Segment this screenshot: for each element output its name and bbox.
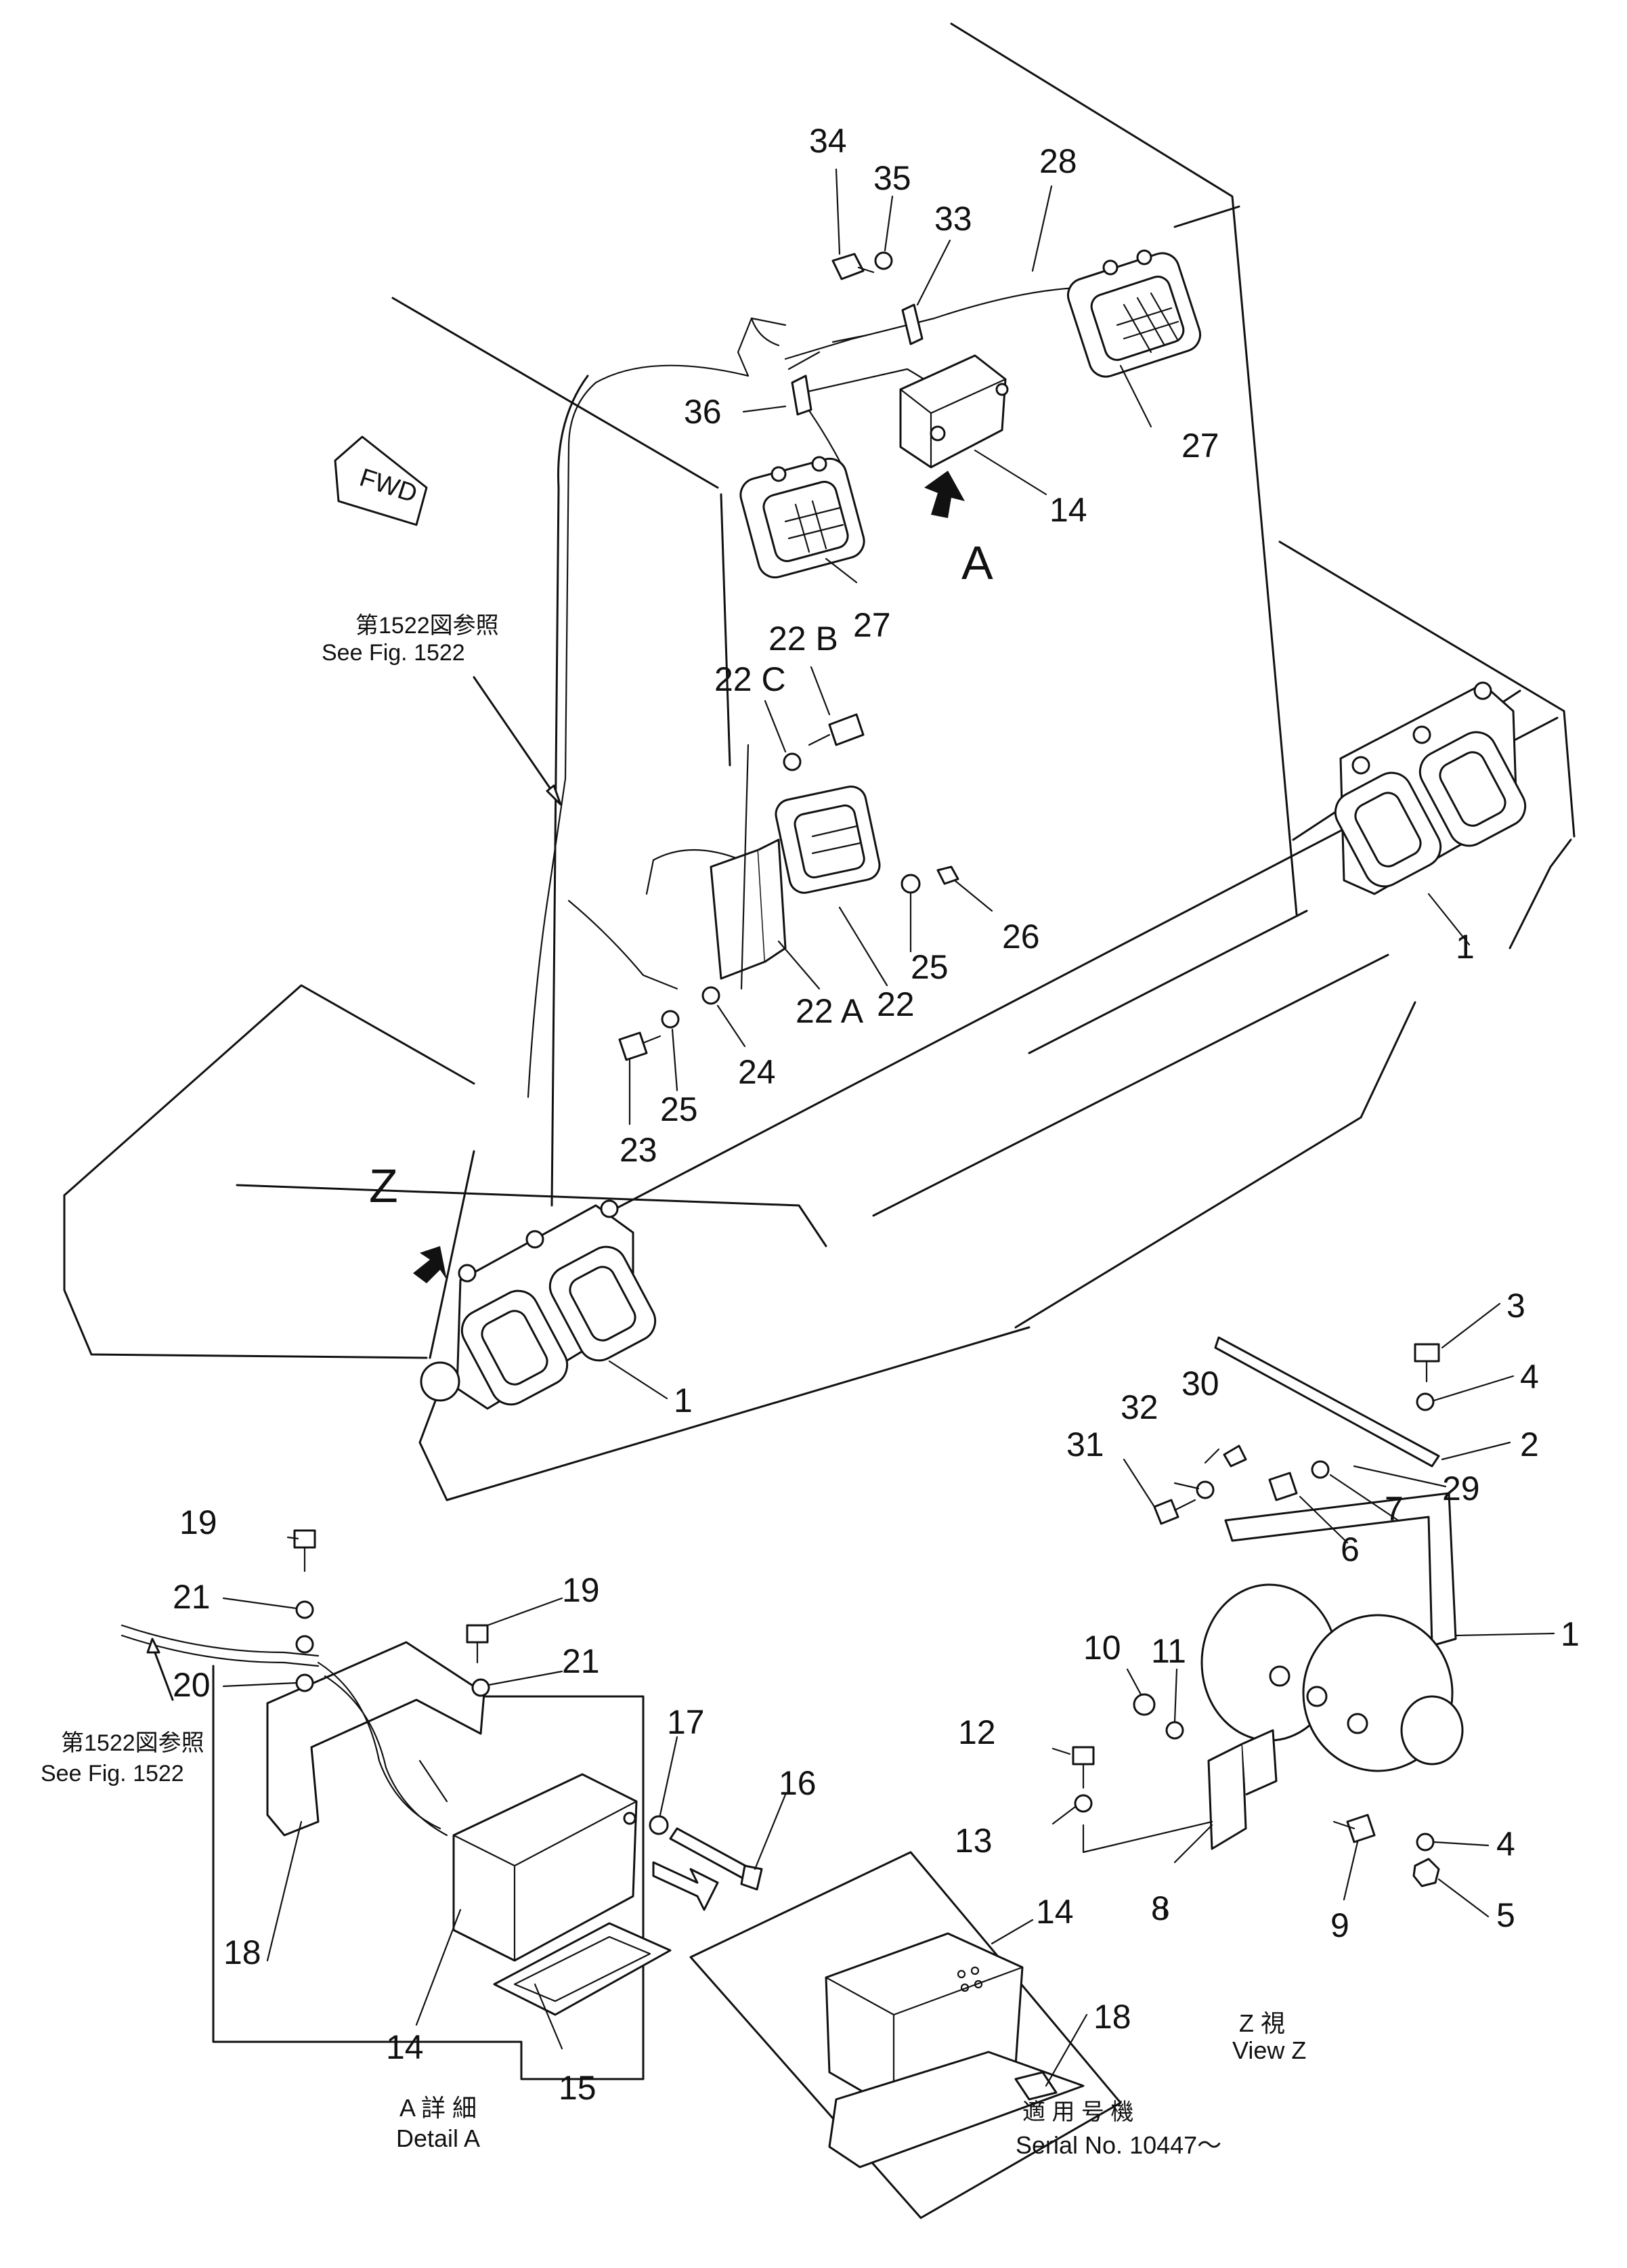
view-a-arrow	[924, 471, 965, 518]
callout-17: 17	[667, 1703, 705, 1741]
callout-25-left: 25	[660, 1090, 698, 1128]
callout-15: 15	[559, 2069, 596, 2107]
callout-7: 7	[1385, 1490, 1404, 1528]
callout-28: 28	[1039, 142, 1077, 180]
headlight-right	[1334, 681, 1527, 895]
callout-11: 11	[1151, 1632, 1186, 1670]
see-fig-top-jp: 第1522図参照	[355, 613, 499, 639]
see-fig-top-en: See Fig. 1522	[322, 640, 465, 666]
callout-30: 30	[1181, 1365, 1219, 1403]
callout-13: 13	[955, 1822, 993, 1860]
callout-16: 16	[779, 1764, 817, 1802]
view-z-label: Z	[369, 1159, 398, 1212]
callout-25-right: 25	[911, 948, 949, 986]
view-z-arrow	[413, 1246, 447, 1283]
callout-22a: 22 A	[796, 992, 864, 1030]
view-arrows	[334, 435, 965, 1283]
view-z-headlight-assembly	[1200, 1336, 1464, 1850]
callout-1-right: 1	[1456, 928, 1475, 966]
callout-2: 2	[1520, 1426, 1539, 1463]
callout-10: 10	[1083, 1629, 1121, 1667]
callout-27-right: 27	[1181, 427, 1219, 465]
callout-23: 23	[620, 1131, 657, 1169]
detail-a-jp: A 詳 細	[399, 2094, 477, 2122]
callout-34: 34	[809, 122, 847, 160]
relay-box-top	[899, 354, 1009, 469]
callout-22: 22	[877, 985, 915, 1023]
callout-19-left: 19	[179, 1503, 217, 1541]
hardware	[293, 251, 1440, 1891]
callout-14-top: 14	[1049, 491, 1087, 529]
callout-9: 9	[1330, 1906, 1349, 1944]
view-a-label: A	[961, 536, 993, 589]
serial-jp: 適 用 号 機	[1022, 2099, 1133, 2125]
work-lamp-upper-right	[1066, 249, 1202, 378]
fwd-arrow	[334, 435, 428, 526]
view-z-en: View Z	[1232, 2036, 1306, 2064]
headlight-left	[420, 1199, 657, 1410]
see-fig-bottom-jp: 第1522図参照	[61, 1730, 204, 1756]
callout-21-left: 21	[173, 1578, 211, 1616]
callout-1-left: 1	[674, 1382, 693, 1419]
callout-4-bottom: 4	[1496, 1825, 1515, 1863]
callout-29: 29	[1442, 1470, 1480, 1507]
callout-33: 33	[934, 200, 972, 238]
callout-18-left: 18	[223, 1933, 261, 1971]
work-lamp-upper-left	[739, 456, 865, 579]
callout-4-top: 4	[1520, 1358, 1539, 1396]
callout-22b: 22 B	[768, 620, 838, 658]
view-z-jp: Z 視	[1239, 2009, 1285, 2037]
mid-lamp-assembly	[710, 785, 881, 980]
callout-32: 32	[1121, 1388, 1158, 1426]
callout-6: 6	[1341, 1531, 1360, 1568]
machine-body-outline	[63, 22, 1576, 1501]
callout-14-detail: 14	[386, 2028, 424, 2066]
callout-12: 12	[958, 1713, 996, 1751]
see-fig-bottom-en: See Fig. 1522	[41, 1761, 184, 1786]
detail-a-en: Detail A	[396, 2124, 480, 2152]
callout-5: 5	[1496, 1896, 1515, 1934]
serial-detail-relay	[652, 1851, 1122, 2219]
callout-24: 24	[738, 1053, 776, 1091]
callout-27-left: 27	[853, 606, 891, 644]
callout-1-viewz: 1	[1561, 1615, 1580, 1653]
callout-8: 8	[1151, 1889, 1170, 1927]
callout-21-right: 21	[562, 1642, 600, 1680]
callout-31: 31	[1066, 1426, 1104, 1463]
callout-labels: 34 35 33 28 36 27 14 27 22 B 22 C 25 26 …	[173, 122, 1580, 2107]
callout-19-right: 19	[562, 1571, 600, 1609]
serial-en: Serial No. 10447～	[1016, 2131, 1221, 2159]
leader-lines	[146, 168, 1555, 2087]
callout-26: 26	[1002, 918, 1040, 956]
callout-14-serial: 14	[1036, 1893, 1074, 1931]
callout-3: 3	[1506, 1287, 1525, 1325]
callout-35: 35	[873, 159, 911, 197]
callout-18-serial: 18	[1093, 1998, 1131, 2036]
callout-36: 36	[684, 393, 722, 431]
callout-20: 20	[173, 1666, 211, 1704]
markers-and-notes: A Z FWD 第1522図参照 See Fig. 1522 第1522図参照 …	[41, 463, 1306, 2159]
callout-22c: 22 C	[714, 660, 786, 698]
